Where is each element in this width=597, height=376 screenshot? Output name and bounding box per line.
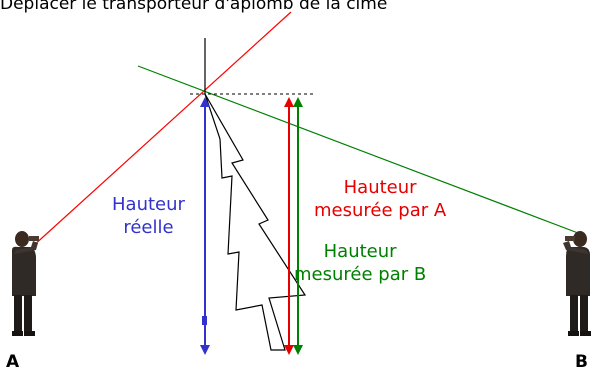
height-a-label: Hauteur mesurée par A: [314, 176, 446, 222]
point-b-label: B: [575, 352, 588, 372]
real-height-label-line2: réelle: [123, 217, 174, 238]
height-b-label: Hauteur mesurée par B: [294, 240, 426, 286]
observer-a-figure: [12, 231, 39, 336]
height-b-label-line2: mesurée par B: [294, 264, 427, 285]
real-height-label-line1: Hauteur: [112, 194, 185, 215]
real-height-label: Hauteur réelle: [112, 193, 185, 239]
height-b-label-line1: Hauteur: [323, 241, 397, 262]
height-a-label-line2: mesurée par A: [314, 200, 447, 221]
observer-b-figure: [563, 231, 591, 336]
point-a-label: A: [6, 352, 20, 372]
tree-outline: [204, 93, 307, 351]
real-height-marker: [202, 316, 207, 325]
height-a-label-line1: Hauteur: [343, 177, 417, 198]
caption: Déplacer le transporteur d'aplomb de la …: [0, 0, 388, 14]
sight-line-a: [31, 11, 292, 248]
sight-line-b: [137, 65, 579, 234]
